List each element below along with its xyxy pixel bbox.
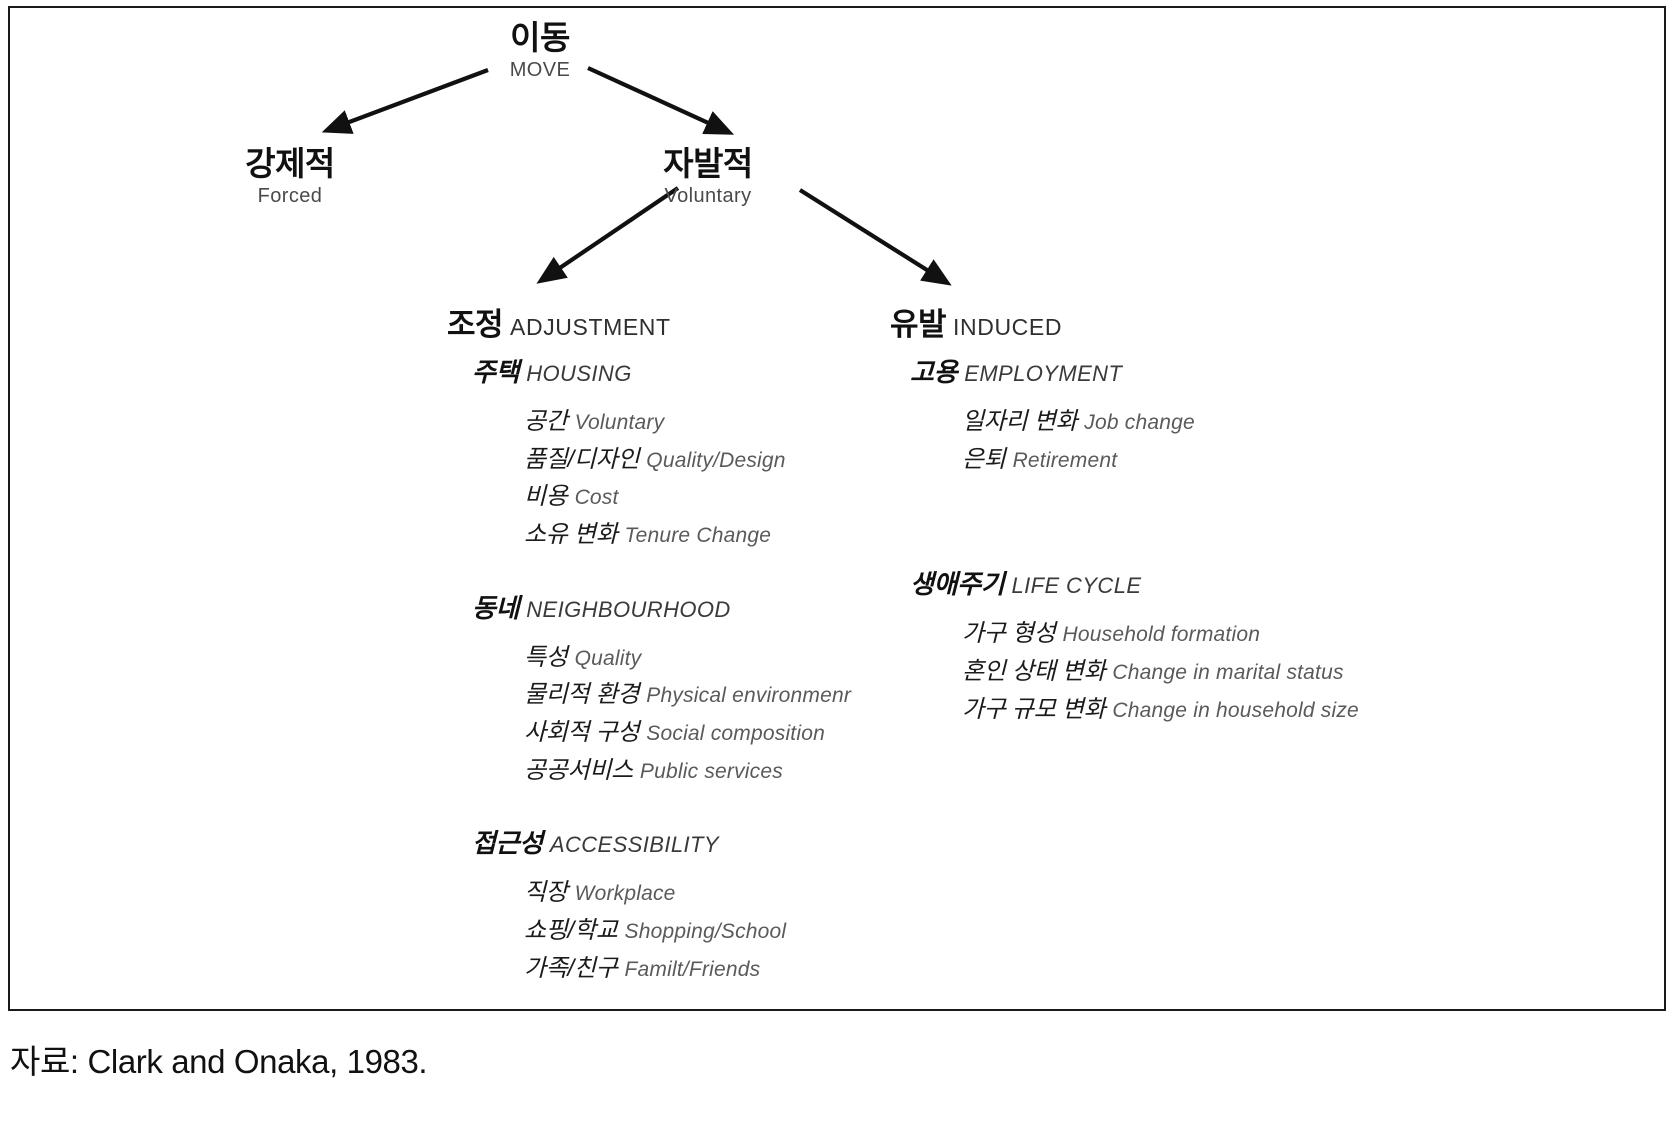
group-life-cycle-en: LIFE CYCLE	[1011, 573, 1142, 599]
item-ko: 쇼핑/학교	[524, 917, 618, 945]
item-ko: 은퇴	[962, 445, 1006, 473]
item-en: Familt/Friends	[624, 957, 761, 981]
item-en: Retirement	[1012, 448, 1118, 472]
group-housing-ko: 주택	[472, 357, 520, 387]
node-move: 이동 MOVE	[440, 19, 640, 83]
group-accessibility-ko: 접근성	[472, 828, 543, 859]
item-en: Physical environmenr	[646, 684, 852, 708]
item-en: Job change	[1084, 411, 1195, 434]
node-move-ko: 이동	[510, 19, 570, 56]
category-adjustment-en: ADJUSTMENT	[510, 314, 671, 340]
item-ko: 직장	[524, 879, 568, 907]
node-move-en: MOVE	[509, 58, 571, 81]
node-voluntary-ko: 자발적	[663, 145, 753, 182]
group-employment-en: EMPLOYMENT	[964, 361, 1123, 386]
item-ko: 소유 변화	[524, 521, 618, 549]
item-ko: 가구 규모 변화	[962, 695, 1106, 723]
list-item: 일자리 변화 Job change	[962, 403, 1380, 441]
item-ko: 사회적 구성	[524, 719, 640, 747]
item-en: Change in marital status	[1112, 661, 1344, 685]
item-ko: 가구 형성	[962, 620, 1056, 648]
item-ko: 비용	[524, 483, 568, 511]
item-en: Workplace	[574, 882, 676, 906]
item-en: Change in household size	[1112, 698, 1359, 722]
item-en: Shopping/School	[624, 920, 787, 944]
node-forced-en: Forced	[257, 184, 323, 207]
group-neighbourhood-en: NEIGHBOURHOOD	[526, 596, 731, 622]
item-ko: 물리적 환경	[524, 681, 640, 709]
node-voluntary-en: Voluntary	[664, 184, 752, 207]
node-forced-ko: 강제적	[245, 145, 335, 182]
item-ko: 품질/디자인	[524, 445, 640, 473]
item-en: Tenure Change	[624, 524, 772, 548]
group-accessibility-en: ACCESSIBILITY	[549, 832, 719, 858]
list-item: 공간 Voluntary	[524, 403, 892, 441]
item-ko: 혼인 상태 변화	[962, 658, 1106, 686]
item-en: Cost	[574, 486, 619, 510]
item-en: Quality	[574, 646, 642, 670]
item-en: Quality/Design	[646, 448, 786, 472]
item-en: Social composition	[646, 722, 825, 746]
item-en: Household formation	[1062, 623, 1261, 647]
item-ko: 공공서비스	[524, 756, 633, 784]
item-ko: 일자리 변화	[962, 408, 1078, 435]
node-forced: 강제적 Forced	[190, 145, 390, 209]
group-neighbourhood-ko: 동네	[472, 592, 520, 623]
group-employment-ko: 고용	[910, 357, 958, 387]
source-caption: 자료: Clark and Onaka, 1983.	[10, 1043, 428, 1080]
category-adjustment-ko: 조정	[447, 307, 504, 342]
item-ko: 가족/친구	[524, 954, 618, 982]
item-ko: 특성	[524, 643, 568, 671]
item-ko: 공간	[524, 408, 568, 435]
item-en: Public services	[639, 759, 783, 783]
group-life-cycle-ko: 생애주기	[910, 569, 1005, 600]
category-induced-ko: 유발	[890, 307, 947, 342]
arrow-voluntary-to-induced	[798, 188, 952, 286]
node-voluntary: 자발적 Voluntary	[608, 145, 808, 209]
category-induced-en: INDUCED	[953, 314, 1063, 340]
item-en: Voluntary	[574, 411, 665, 434]
group-housing-en: HOUSING	[526, 361, 632, 386]
